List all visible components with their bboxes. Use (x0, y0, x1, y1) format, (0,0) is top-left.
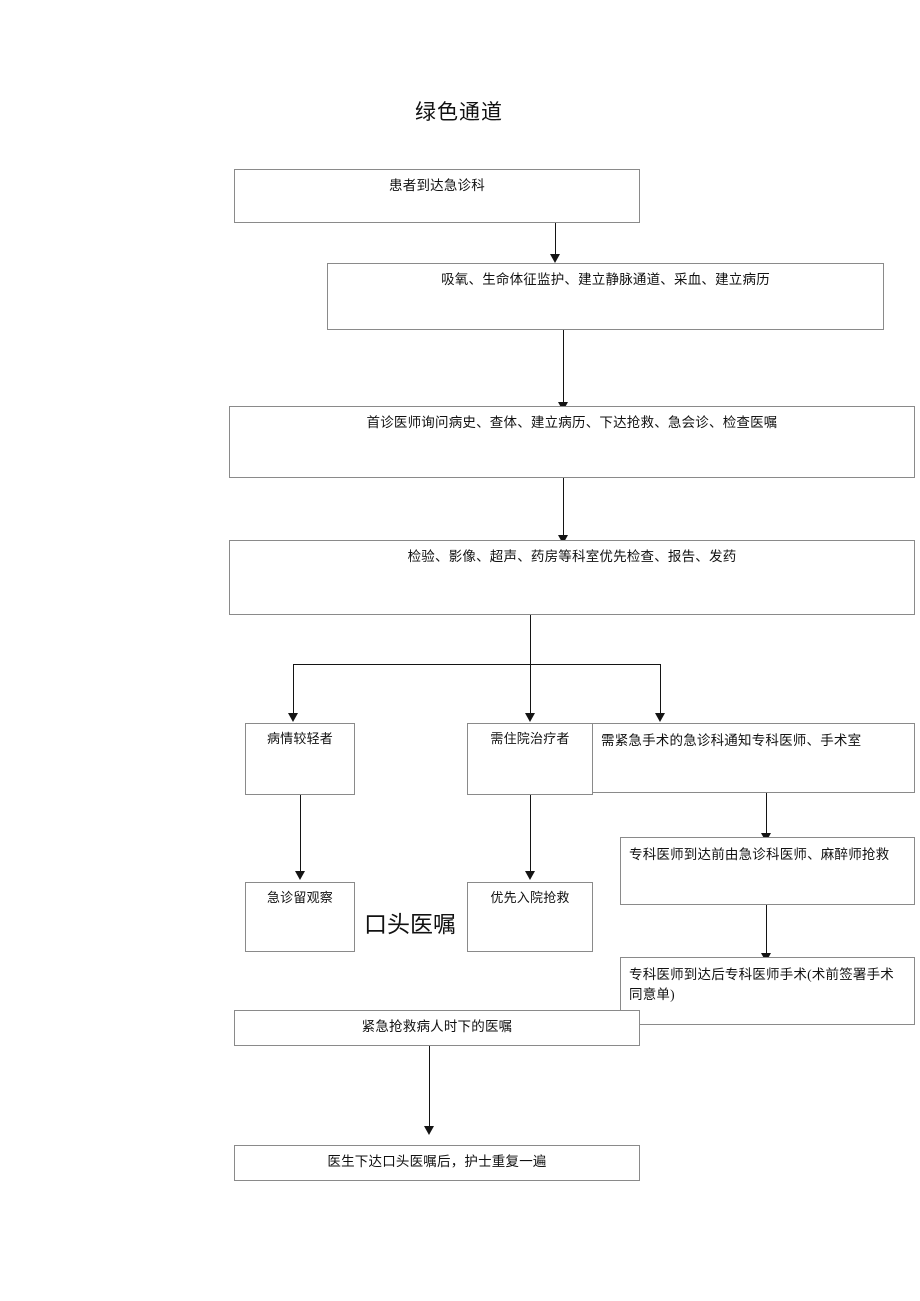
node-initial-care[interactable]: 吸氧、生命体征监护、建立静脉通道、采血、建立病历 (327, 263, 884, 330)
node-branch-surgery[interactable]: 需紧急手术的急诊科通知专科医师、手术室 (592, 723, 915, 793)
connector-emergency-to-nurse (429, 1046, 430, 1130)
node-emergency-observation[interactable]: 急诊留观察 (245, 882, 355, 952)
connector-junction-to-admit (530, 664, 531, 716)
connector-firstdoctor-to-departments (563, 478, 564, 540)
arrowhead-surgery (655, 713, 665, 722)
arrowhead-observe (295, 871, 305, 880)
connector-junction-to-surgery (660, 664, 661, 716)
arrowhead-priority (525, 871, 535, 880)
arrowhead-mild (288, 713, 298, 722)
connector-departments-to-junction (530, 615, 531, 665)
arrowhead-admit (525, 713, 535, 722)
connector-surgery-to-prearrival (766, 793, 767, 837)
connector-initial-to-firstdoctor (563, 330, 564, 406)
connector-admit-to-priority (530, 795, 531, 875)
node-nurse-repeat[interactable]: 医生下达口头医嘱后，护士重复一遍 (234, 1145, 640, 1181)
node-branch-admit[interactable]: 需住院治疗者 (467, 723, 593, 795)
arrowhead-initial (550, 254, 560, 263)
node-departments[interactable]: 检验、影像、超声、药房等科室优先检查、报告、发药 (229, 540, 915, 615)
verbal-order-heading: 口头医嘱 (364, 912, 456, 937)
node-first-doctor[interactable]: 首诊医师询问病史、查体、建立病历、下达抢救、急会诊、检查医嘱 (229, 406, 915, 478)
connector-arrive-to-initial (555, 222, 556, 258)
connector-junction-to-mild (293, 664, 294, 716)
page-title: 绿色通道 (415, 100, 503, 124)
node-priority-admission[interactable]: 优先入院抢救 (467, 882, 593, 952)
connector-mild-to-observe (300, 795, 301, 875)
node-pre-arrival-rescue[interactable]: 专科医师到达前由急诊科医师、麻醉师抢救 (620, 837, 915, 905)
connector-branch-bar (293, 664, 661, 665)
node-emergency-order[interactable]: 紧急抢救病人时下的医嘱 (234, 1010, 640, 1046)
arrowhead-nurse (424, 1126, 434, 1135)
node-branch-mild[interactable]: 病情较轻者 (245, 723, 355, 795)
node-post-arrival-surgery[interactable]: 专科医师到达后专科医师手术(术前签署手术同意单) (620, 957, 915, 1025)
node-patient-arrives[interactable]: 患者到达急诊科 (234, 169, 640, 223)
connector-prearrival-to-postarrival (766, 905, 767, 957)
arrowhead-departments (558, 535, 568, 544)
